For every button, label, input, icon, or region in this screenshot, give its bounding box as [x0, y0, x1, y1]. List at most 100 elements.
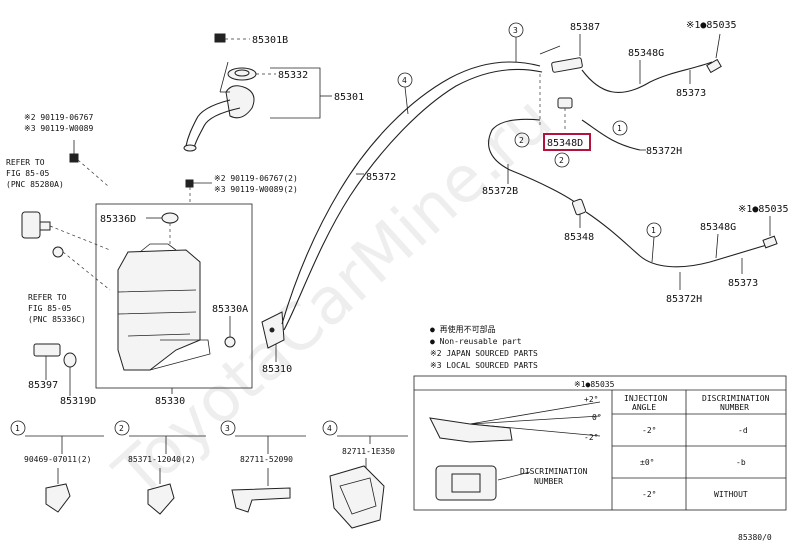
- refer-bot-line1: REFER TO: [28, 293, 67, 302]
- callout-1-a-text[interactable]: 1: [617, 124, 622, 133]
- reservoir-frame: [95, 203, 253, 389]
- label-85301b[interactable]: 85301B: [252, 35, 288, 46]
- col-injection: INJECTION: [624, 394, 668, 403]
- callout-3-a-text[interactable]: 3: [513, 26, 518, 35]
- angle-minus: -2°: [584, 433, 598, 442]
- nozzle-85348d[interactable]: [539, 74, 573, 132]
- bottom-callout-3[interactable]: [220, 420, 236, 436]
- refer-top-line1: REFER TO: [6, 158, 45, 167]
- label-85372h-top[interactable]: 85372H: [646, 146, 682, 157]
- cap-85301b[interactable]: [214, 33, 250, 43]
- hose-85372h-top[interactable]: [581, 119, 641, 151]
- row1-number: -d: [738, 426, 748, 435]
- note-90119-w0089: ※3 90119-W0089: [24, 124, 94, 133]
- refer-top-line2: FIG 85-05: [6, 169, 50, 178]
- bracket-85310[interactable]: [261, 311, 285, 349]
- label-85373-top[interactable]: 85373: [676, 88, 706, 99]
- label-85387[interactable]: 85387: [570, 22, 600, 33]
- nozzle-85035-mid[interactable]: [762, 235, 778, 249]
- bolt-85330a[interactable]: [224, 316, 236, 348]
- note-90119-w0089-2: ※3 90119-W0089(2): [214, 185, 298, 194]
- label-85035-top[interactable]: ※1●85035: [686, 20, 737, 31]
- label-85348d[interactable]: 85348D: [547, 138, 583, 149]
- label-85301[interactable]: 85301: [334, 92, 364, 103]
- discrimination-label-2: NUMBER: [534, 477, 563, 486]
- clip-90469[interactable]: [45, 468, 71, 513]
- inlet-85332[interactable]: [227, 67, 276, 81]
- bottom-callout-4-text[interactable]: 4: [327, 424, 332, 433]
- callout-2-b-text[interactable]: 2: [559, 156, 564, 165]
- label-85336d[interactable]: 85336D: [100, 214, 136, 225]
- nozzle-85035-top[interactable]: [706, 58, 722, 74]
- row3-number: WITHOUT: [714, 490, 748, 499]
- hose-85372h-mid[interactable]: [585, 211, 771, 268]
- highlight-85348d[interactable]: [543, 133, 591, 151]
- callout-1-a[interactable]: [612, 120, 628, 136]
- bottom-callout-2[interactable]: [114, 420, 130, 436]
- label-85330[interactable]: 85330: [155, 396, 185, 407]
- label-85330a[interactable]: 85330A: [212, 304, 248, 315]
- clip-82711-52090[interactable]: [231, 468, 291, 513]
- bottom-part-3[interactable]: 82711-52090: [240, 455, 293, 464]
- table-title: ※1●85035: [574, 380, 615, 389]
- bottom-callout-2-text[interactable]: 2: [119, 424, 124, 433]
- label-85373-mid[interactable]: 85373: [728, 278, 758, 289]
- hose-85372b[interactable]: [488, 118, 581, 207]
- callout-2-a[interactable]: [514, 132, 530, 148]
- connector-85387[interactable]: [539, 45, 583, 73]
- joint-85348[interactable]: [571, 198, 587, 216]
- legend-line1: ● 再使用不可部品: [430, 324, 496, 334]
- bottom-callout-1[interactable]: [10, 420, 26, 436]
- bottom-callout-1-text[interactable]: 1: [15, 424, 20, 433]
- pump-85280a[interactable]: [21, 211, 111, 251]
- row1-angle: -2°: [642, 426, 656, 435]
- label-85372h-mid[interactable]: 85372H: [666, 294, 702, 305]
- hose-85373-top[interactable]: [581, 61, 713, 94]
- callout-2-b[interactable]: [554, 152, 570, 168]
- injection-table: [413, 375, 787, 511]
- label-85348[interactable]: 85348: [564, 232, 594, 243]
- sensor-85397[interactable]: [33, 343, 61, 380]
- label-85348g-top[interactable]: 85348G: [628, 48, 664, 59]
- angle-zero: 0°: [592, 413, 602, 422]
- bottom-callout-4[interactable]: [322, 420, 338, 436]
- filler-pipe[interactable]: [183, 85, 255, 152]
- callout-4-a-text[interactable]: 4: [402, 76, 407, 85]
- note-90119-06767-2: ※2 90119-06767(2): [214, 174, 298, 183]
- page-code: 85380/0: [738, 533, 772, 542]
- label-85035-mid[interactable]: ※1●85035: [738, 204, 789, 215]
- note-90119-06767: ※2 90119-06767: [24, 113, 94, 122]
- label-85332[interactable]: 85332: [278, 70, 308, 81]
- bolt-mid[interactable]: [185, 179, 212, 204]
- row2-angle: ±0°: [640, 458, 654, 467]
- reservoir-tank-85330[interactable]: [117, 243, 211, 371]
- nozzle-illustration: [429, 401, 601, 501]
- discrimination-label-1: DISCRIMINATION: [520, 467, 588, 476]
- cap-85336d[interactable]: [146, 212, 179, 244]
- callout-1-b-text[interactable]: 1: [651, 226, 656, 235]
- legend-line4: ※3 LOCAL SOURCED PARTS: [430, 361, 538, 370]
- bottom-part-1[interactable]: 90469-07011(2): [24, 455, 91, 464]
- bottom-callout-3-text[interactable]: 3: [225, 424, 230, 433]
- col-number: NUMBER: [720, 403, 749, 412]
- clip-82711-1e350[interactable]: [329, 458, 385, 529]
- label-85310[interactable]: 85310: [262, 364, 292, 375]
- label-85397[interactable]: 85397: [28, 380, 58, 391]
- label-85348g-mid[interactable]: 85348G: [700, 222, 736, 233]
- legend-line2: ● Non-reusable part: [430, 337, 522, 346]
- clip-85371[interactable]: [147, 468, 175, 515]
- label-85319d[interactable]: 85319D: [60, 396, 96, 407]
- grommet-left[interactable]: [52, 246, 111, 291]
- row2-number: -b: [736, 458, 746, 467]
- label-85372b[interactable]: 85372B: [482, 186, 518, 197]
- bottom-part-4[interactable]: 82711-1E350: [342, 447, 395, 456]
- callout-2-a-text[interactable]: 2: [519, 136, 524, 145]
- bottom-part-2[interactable]: 85371-12040(2): [128, 455, 195, 464]
- bolt-left[interactable]: [69, 140, 109, 187]
- angle-plus: +2°: [584, 395, 598, 404]
- col-discrimination: DISCRIMINATION: [702, 394, 770, 403]
- grommet-85319d[interactable]: [63, 352, 77, 396]
- label-85372[interactable]: 85372: [366, 172, 396, 183]
- hose-85372[interactable]: [281, 61, 541, 325]
